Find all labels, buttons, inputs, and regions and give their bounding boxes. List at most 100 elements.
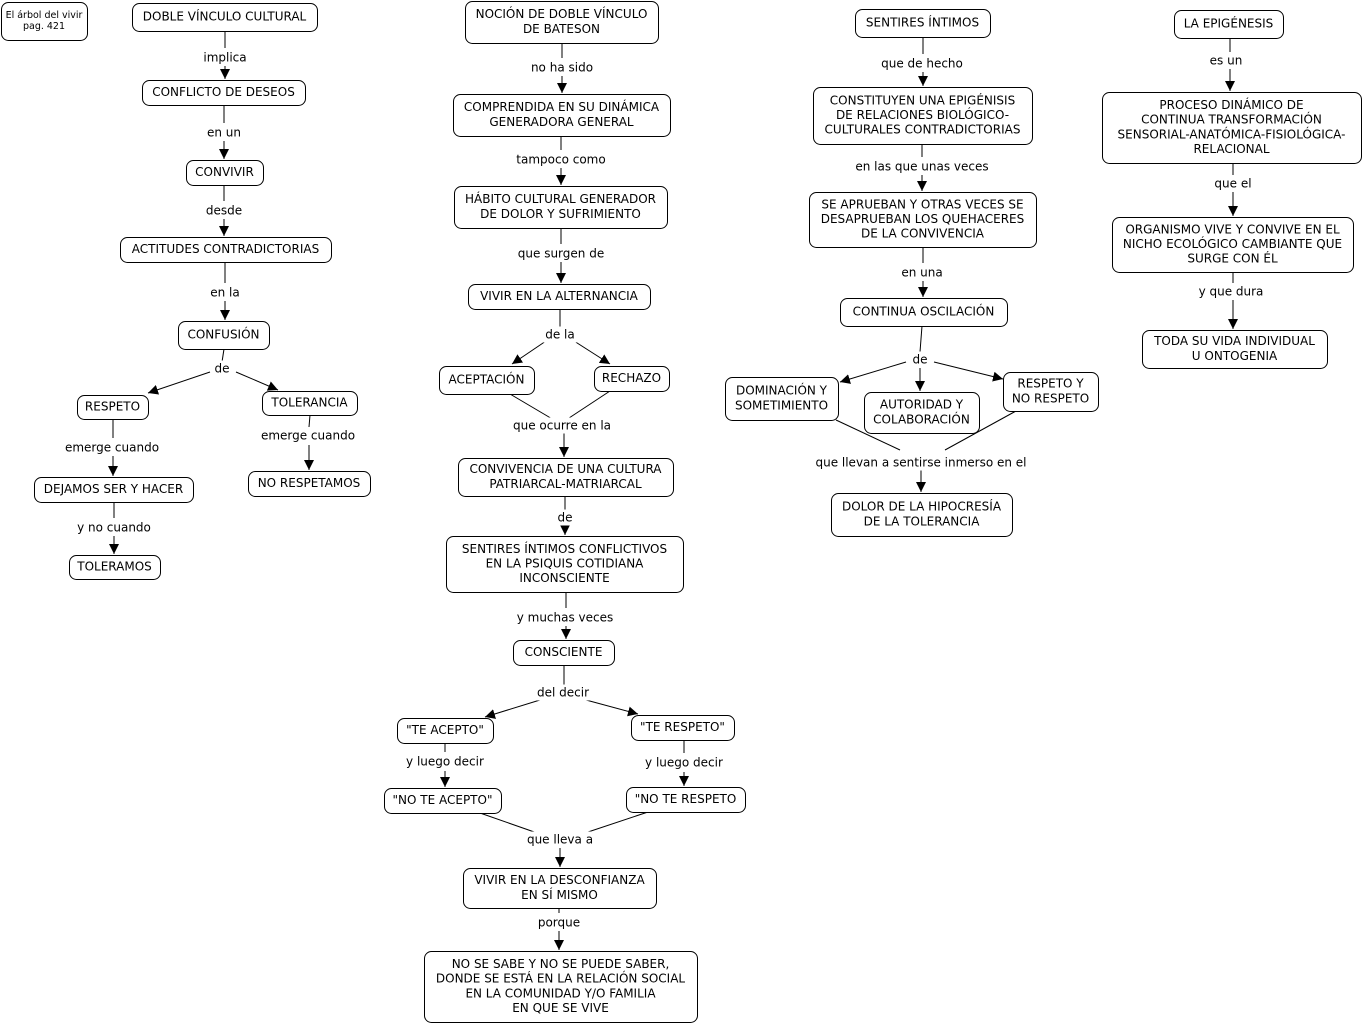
concept-box [1102,92,1362,164]
linking-phrase-background [899,264,945,281]
linking-phrase-background [853,158,991,175]
concept-text-line: DE BATESON [523,22,600,36]
concept-text-line: CONFUSIÓN [187,327,259,342]
concept-c2-15[interactable]: NO SE SABE Y NO SE PUEDE SABER,DONDE SE … [424,951,698,1023]
concept-box [439,366,535,395]
concept-c1-1[interactable]: DOBLE VÍNCULO CULTURAL [132,3,318,32]
concept-c2-11[interactable]: "TE RESPETO" [631,715,735,741]
linking-phrase-background [879,55,965,72]
concept-box [631,715,735,741]
concept-box [77,395,149,420]
concept-c1-8[interactable]: DEJAMOS SER Y HACER [34,477,194,503]
connector-line [479,812,541,835]
linking-phrase-l3-3: en una [901,266,942,280]
concept-text-line: SE APRUEBAN Y OTRAS VECES SE [821,197,1023,211]
connector-arrow [585,699,639,717]
concept-c1-2[interactable]: CONFLICTO DE DESEOS [142,80,306,106]
linking-phrase-background [535,914,583,931]
concept-c1-9[interactable]: NO RESPETAMOS [248,471,371,497]
linking-phrase-l2-5: que ocurre en la [513,419,611,433]
connector-line [565,390,611,421]
concept-box [813,87,1033,145]
concept-c1-10[interactable]: TOLERAMOS [69,555,161,580]
concept-c3-4[interactable]: CONTINUA OSCILACIÓN [840,298,1008,327]
linking-phrase-background [643,754,725,771]
concept-box [1174,10,1284,39]
concept-text-line: EN LA COMUNIDAD Y/O FAMILIA [465,986,656,1000]
concept-box [1,2,88,41]
concept-box [458,458,674,497]
concept-box [69,555,161,580]
connector-arrow [933,361,1004,382]
concept-c2-9[interactable]: CONSCIENTE [513,640,615,666]
concept-box [1003,372,1099,412]
linking-phrase-background [1196,283,1266,300]
connector-line [509,393,555,421]
concept-box [809,192,1037,248]
linking-phrase-l3-1: que de hecho [881,57,963,71]
concept-c4-1[interactable]: LA EPIGÉNESIS [1174,10,1284,39]
concept-text-line: DOBLE VÍNCULO CULTURAL [143,9,307,24]
concept-c1-4[interactable]: ACTITUDES CONTRADICTORIAS [120,237,332,263]
concept-text-line: DE LA TOLERANCIA [864,514,981,528]
concept-text-line: EN SÍ MISMO [521,887,598,902]
linking-phrase-background [813,454,1029,471]
linking-phrase-l1-3: desde [206,204,242,218]
concept-text-line: RESPETO [85,400,140,414]
linking-phrase-background [528,59,596,76]
concept-text-line: COLABORACIÓN [873,411,970,426]
concept-c1-7[interactable]: TOLERANCIA [262,391,358,416]
concept-text-line: RELACIONAL [1193,142,1269,156]
concept-box [864,392,980,434]
concept-text-line: NO RESPETAMOS [258,476,361,490]
concept-c3-3[interactable]: SE APRUEBAN Y OTRAS VECES SEDESAPRUEBAN … [809,192,1037,248]
concept-c2-4[interactable]: VIVIR EN LA ALTERNANCIA [468,284,651,310]
concept-c1-5[interactable]: CONFUSIÓN [178,321,270,350]
linking-phrase-background [404,753,486,770]
concept-c2-6[interactable]: RECHAZO [594,366,670,392]
concept-c1-6[interactable]: RESPETO [77,395,149,420]
concept-box [262,391,358,416]
concept-c3-1[interactable]: SENTIRES ÍNTIMOS [855,9,991,38]
concept-box [831,493,1013,537]
concept-c2-7[interactable]: CONVIVENCIA DE UNA CULTURAPATRIARCAL-MAT… [458,458,674,497]
concept-text-line: VIVIR EN LA DESCONFIANZA [474,873,645,887]
concept-c2-5[interactable]: ACEPTACIÓN [439,366,535,395]
linking-phrase-l1-7: emerge cuando [261,429,355,443]
concept-box [453,94,671,137]
linking-phrase-l1-6: emerge cuando [65,441,159,455]
concept-c2-12[interactable]: "NO TE ACEPTO" [384,788,502,814]
connector-line [308,414,311,428]
concept-text-line: AUTORIDAD Y [880,398,964,412]
connector-arrow [147,371,211,395]
concept-text-line: RECHAZO [602,371,661,385]
linking-phrase-l1-2: en un [207,126,241,140]
concept-c3-7[interactable]: RESPETO YNO RESPETO [1003,372,1099,412]
concept-text-line: EN QUE SE VIVE [512,1001,609,1015]
connector-line [944,410,1017,451]
linking-phrase-l1-8: y no cuando [77,521,151,535]
concept-text-line: SENSORIAL-ANATÓMICA-FISIOLÓGICA- [1118,126,1346,141]
linking-phrase-background [62,439,162,456]
linking-phrase-background [258,427,358,444]
concept-c2-13[interactable]: "NO TE RESPETO [626,787,746,813]
linking-phrase-l3-5: que llevan a sentirse inmerso en el [815,456,1026,470]
concept-text-line: El árbol del vivir [6,10,83,21]
linking-phrase-l4-2: que el [1214,177,1251,191]
connector-arrow [235,371,279,391]
concept-c1-3[interactable]: CONVIVIR [186,160,264,186]
concept-c2-10[interactable]: "TE ACEPTO" [397,718,494,744]
